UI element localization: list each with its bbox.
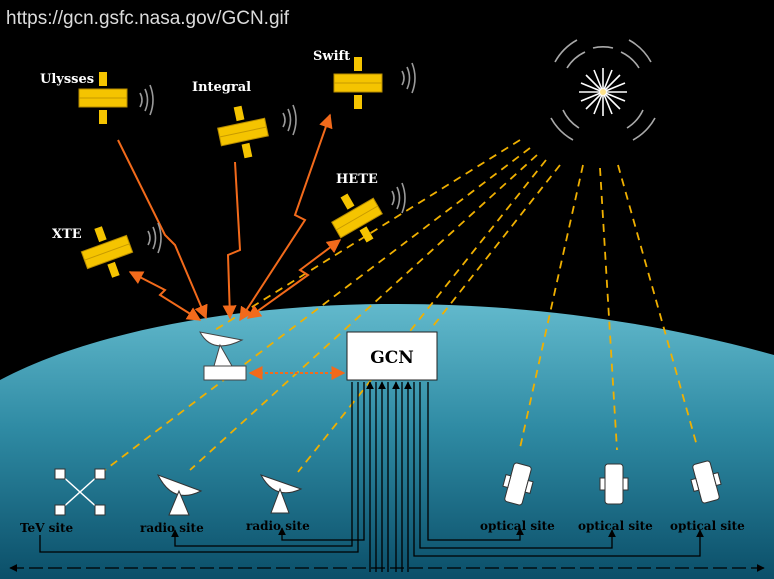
optical-telescope-icon xyxy=(690,460,722,504)
label-ulysses: Ulysses xyxy=(40,72,94,87)
distribution-wires xyxy=(39,381,704,572)
label-optical-site-3: optical site xyxy=(670,519,745,533)
label-optical-site-2: optical site xyxy=(578,519,653,533)
satellite-links xyxy=(117,113,342,322)
gcn-box xyxy=(346,331,438,381)
ground-station-dish xyxy=(199,331,247,381)
label-radio-site-1: radio site xyxy=(140,521,204,535)
label-integral: Integral xyxy=(192,80,251,95)
source-url: https://gcn.gsfc.nasa.gov/GCN.gif xyxy=(6,8,290,29)
earth-surface xyxy=(0,303,774,579)
optical-telescope-icon xyxy=(502,462,534,506)
label-optical-site-1: optical site xyxy=(480,519,555,533)
label-radio-site-2: radio site xyxy=(246,519,310,533)
satellite-integral xyxy=(213,101,273,163)
waves-icon xyxy=(401,62,416,94)
waves-icon xyxy=(391,182,406,214)
gamma-ray-burst xyxy=(550,39,656,141)
label-swift: Swift xyxy=(313,49,350,64)
satellite-xte xyxy=(75,218,139,286)
satellite-swift xyxy=(333,56,383,110)
radio-dish-icon xyxy=(259,474,303,514)
gcn-label: GCN xyxy=(370,348,414,368)
label-xte: XTE xyxy=(52,227,82,242)
optical-telescope-icon xyxy=(599,463,629,505)
radio-dish-icon xyxy=(156,474,203,516)
waves-icon xyxy=(139,84,154,116)
waves-icon xyxy=(147,222,162,254)
label-hete: HETE xyxy=(336,172,378,187)
tev-site-icon xyxy=(54,468,106,516)
waves-icon xyxy=(282,104,297,136)
label-tev-site: TeV site xyxy=(20,521,74,535)
satellite-hete xyxy=(322,182,392,254)
